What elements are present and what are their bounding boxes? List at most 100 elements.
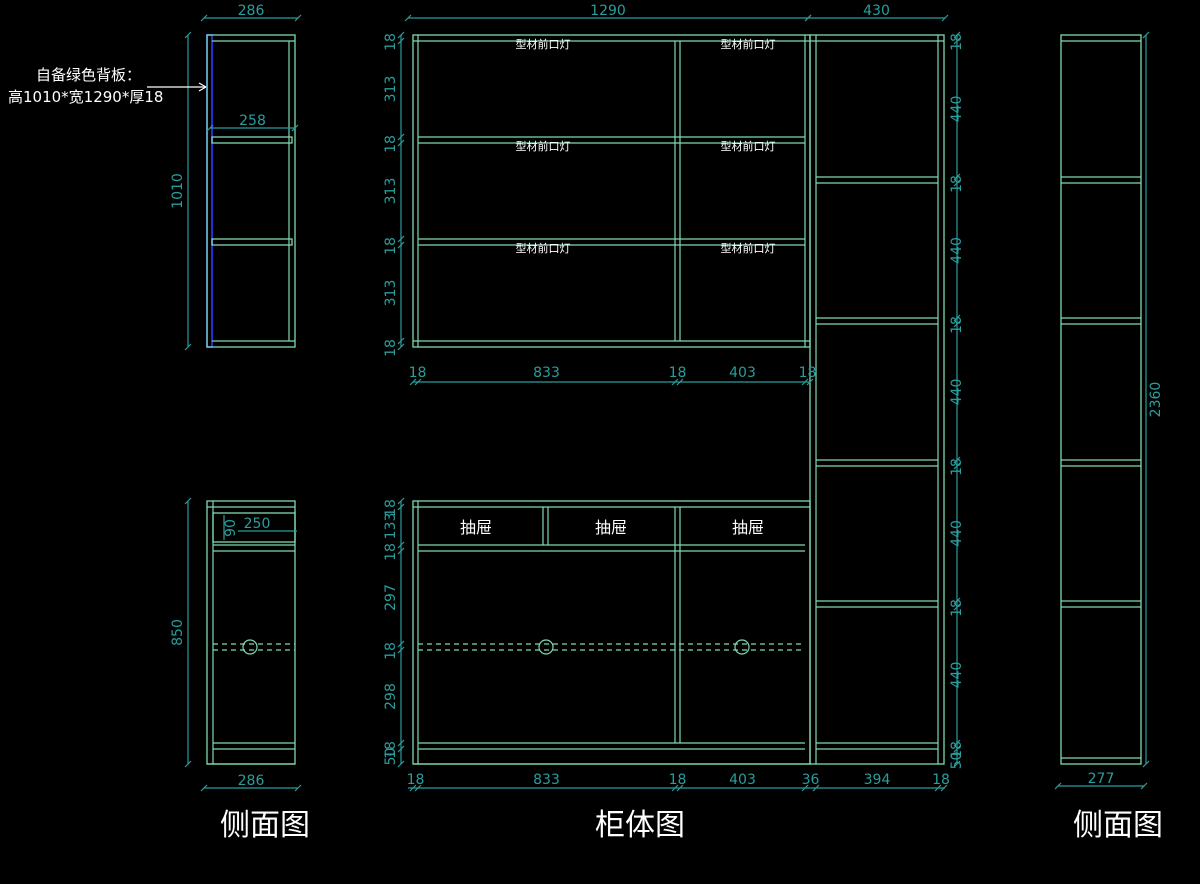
dim-upper-bottom-tick-3 <box>676 378 684 386</box>
dim-upper-width-tick-a <box>404 14 412 22</box>
dim-upper-bottom-3: 403 <box>729 365 756 381</box>
dim-side-lower-depth-label: 286 <box>238 773 265 789</box>
dim-upper-bottom-2: 18 <box>669 365 687 381</box>
dim-lower-left-1: 133 <box>383 513 399 540</box>
dim-side-lower-height-tick-b <box>184 760 192 768</box>
dim-lower-left-6: 18 <box>383 741 399 759</box>
dim-lower-left-2: 18 <box>383 543 399 561</box>
side-upper-outer <box>206 34 296 348</box>
dim-side-upper-height-tick-a <box>184 31 192 39</box>
dim-tower-right-tick-0 <box>953 31 961 39</box>
dim-lower-left-tick-3 <box>397 547 405 555</box>
side-lower-drawer-box <box>212 512 296 543</box>
drawer-label-3: 抽屉 <box>732 518 764 537</box>
dim-side-lower-250-label: 250 <box>244 516 271 532</box>
dim-tower-right-1: 440 <box>949 96 965 123</box>
dim-upper-width-label: 1290 <box>590 3 626 19</box>
dim-lower-bottom-tick-end <box>940 784 948 792</box>
panel-layer <box>206 34 1142 765</box>
dim-side-tall-height-tick-b <box>1142 760 1150 768</box>
dim-lower-bottom-tick-1 <box>414 784 422 792</box>
dim-lower-left-0: 18 <box>383 499 399 517</box>
dim-tower-right-5: 440 <box>949 379 965 406</box>
dim-lower-bottom-2: 18 <box>669 772 687 788</box>
dim-upper-left-tick-4 <box>397 235 405 243</box>
back-panel-note: 自备绿色背板： 高1010*宽1290*厚18 <box>8 64 163 108</box>
dim-side-upper-shelf-depth-label: 258 <box>239 113 266 129</box>
dim-upper-left-tick-0 <box>397 31 405 39</box>
dim-side-tall-depth-tick-b <box>1140 782 1148 790</box>
side-tall-outer <box>1060 34 1142 765</box>
upper-cabinet-outer <box>412 34 811 348</box>
drawer-label-2: 抽屉 <box>595 518 627 537</box>
profile-light-label-left-1: 型材前口灯 <box>516 139 571 153</box>
dim-upper-bottom-tick-1 <box>414 378 422 386</box>
dim-lower-left-tick-4 <box>397 640 405 648</box>
dim-side-tall-height-label: 2360 <box>1148 382 1164 418</box>
dim-upper-left-2: 18 <box>383 135 399 153</box>
side-upper-shelf-1 <box>211 136 293 144</box>
dim-side-upper-width-tick-a <box>200 14 208 22</box>
dim-tower-right-tick-11 <box>953 745 961 753</box>
profile-light-label-left-0: 型材前口灯 <box>516 37 571 51</box>
dim-tower-right-11: 50 <box>949 752 965 770</box>
caption-cabinet-view: 柜体图 <box>595 808 685 843</box>
profile-light-label-right-0: 型材前口灯 <box>721 37 776 51</box>
dim-lower-bottom-0: 18 <box>407 772 425 788</box>
dim-tower-right-7: 440 <box>949 520 965 547</box>
dim-tower-right-tick-10 <box>953 739 961 747</box>
dim-upper-left-tick-3 <box>397 139 405 147</box>
dim-tower-right-9: 440 <box>949 662 965 689</box>
side-lower-outer <box>206 500 296 765</box>
dim-side-upper-height-tick-b <box>184 343 192 351</box>
dim-tower-right-tick-8 <box>953 597 961 605</box>
dim-lower-left-3: 297 <box>383 584 399 611</box>
dim-lower-bottom-tick-4 <box>801 784 809 792</box>
dim-tower-right-tick-1 <box>953 37 961 45</box>
dim-lower-left-4: 18 <box>383 642 399 660</box>
dim-lower-bottom-tick-5 <box>812 784 820 792</box>
dim-upper-left-tick-5 <box>397 241 405 249</box>
dim-lower-bottom-6: 18 <box>932 772 950 788</box>
dim-lower-bottom-tick-0 <box>409 784 417 792</box>
tower-outer <box>809 34 945 765</box>
dim-upper-bottom-4: 18 <box>799 365 817 381</box>
dim-lower-left-tick-0 <box>397 497 405 505</box>
shelf-pin-hole-1 <box>538 639 554 655</box>
dim-tower-right-tick-4 <box>953 314 961 322</box>
dim-upper-left-tick-end <box>397 343 405 351</box>
dim-upper-bottom-tick-0 <box>409 378 417 386</box>
profile-light-label-left-2: 型材前口灯 <box>516 241 571 255</box>
dim-side-tall-depth-label: 277 <box>1088 771 1115 787</box>
dim-side-tall-height-tick-a <box>1142 31 1150 39</box>
profile-light-label-right-2: 型材前口灯 <box>721 241 776 255</box>
dim-tower-width-tick-b <box>941 14 949 22</box>
dim-tower-right-0: 18 <box>949 33 965 51</box>
dim-tower-right-tick-7 <box>953 462 961 470</box>
dim-tower-right-tick-5 <box>953 320 961 328</box>
dim-tower-right-4: 18 <box>949 316 965 334</box>
green-back-panel <box>206 34 213 348</box>
dim-lower-bottom-5: 394 <box>864 772 891 788</box>
dim-side-upper-width-tick-b <box>294 14 302 22</box>
dim-upper-left-3: 313 <box>383 178 399 205</box>
dim-tower-right-6: 18 <box>949 458 965 476</box>
dim-upper-left-tick-6 <box>397 337 405 345</box>
dim-upper-left-6: 18 <box>383 339 399 357</box>
back-panel-layer <box>206 34 213 348</box>
dim-upper-left-tick-1 <box>397 37 405 45</box>
caption-left-side-view: 侧面图 <box>220 808 310 843</box>
dim-upper-bottom-tick-2 <box>671 378 679 386</box>
dim-side-lower-height-label: 850 <box>170 619 186 646</box>
back-panel-note-line1: 自备绿色背板： <box>36 66 142 84</box>
dim-lower-bottom-tick-6 <box>934 784 942 792</box>
dim-lower-bottom-tick-2 <box>671 784 679 792</box>
dim-side-tall-depth-tick-a <box>1054 782 1062 790</box>
dim-tower-width-label: 430 <box>863 3 890 19</box>
dim-tower-right-8: 18 <box>949 599 965 617</box>
dim-side-lower-depth-tick-b <box>294 784 302 792</box>
dimension-layer <box>184 14 1150 792</box>
dim-side-lower-90-label: 90 <box>223 519 239 537</box>
